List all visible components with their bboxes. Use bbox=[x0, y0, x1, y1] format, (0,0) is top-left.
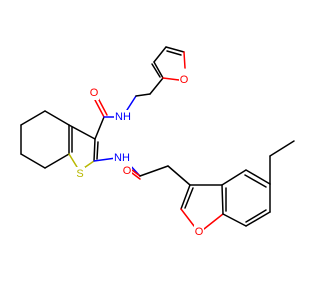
bond bbox=[44, 153, 70, 169]
bond bbox=[153, 46, 167, 63]
bond bbox=[149, 77, 164, 95]
bond bbox=[131, 169, 141, 177]
bond bbox=[94, 99, 105, 118]
atom-label-background bbox=[113, 151, 131, 165]
bond bbox=[151, 63, 161, 78]
bond bbox=[180, 184, 191, 210]
atom-label-background bbox=[89, 86, 99, 100]
bond bbox=[162, 77, 180, 81]
bond bbox=[68, 124, 96, 140]
bond bbox=[93, 138, 96, 162]
bond bbox=[245, 211, 271, 227]
atom-label: NH bbox=[115, 111, 131, 123]
bond bbox=[245, 169, 271, 185]
bond bbox=[183, 51, 186, 69]
atom-label-background bbox=[122, 164, 132, 178]
atom-label-background bbox=[179, 73, 189, 87]
atom-label-background bbox=[75, 167, 85, 181]
bond bbox=[94, 116, 105, 140]
bond bbox=[244, 174, 267, 188]
bond bbox=[97, 97, 108, 116]
bond bbox=[20, 110, 46, 126]
atom-label: S bbox=[76, 168, 83, 180]
atom-label: NH bbox=[114, 152, 130, 164]
atom-label: O bbox=[195, 226, 204, 238]
bond bbox=[180, 208, 195, 227]
bond bbox=[96, 141, 99, 160]
bond bbox=[184, 187, 194, 209]
bond bbox=[167, 165, 191, 186]
molecule-structure: O NH O S NH O O bbox=[20, 46, 295, 239]
atom-label-background bbox=[114, 110, 132, 124]
atom-labels: O NH O S NH O O bbox=[75, 73, 204, 239]
bond bbox=[221, 169, 247, 186]
bond bbox=[135, 93, 151, 97]
bond-lines bbox=[20, 46, 295, 230]
bond bbox=[131, 172, 141, 180]
bond bbox=[126, 95, 137, 111]
bond bbox=[153, 61, 164, 79]
atom-label: O bbox=[90, 87, 99, 99]
bond bbox=[166, 50, 182, 56]
bond bbox=[269, 140, 295, 157]
atom-label: O bbox=[180, 74, 189, 86]
bond bbox=[245, 209, 267, 223]
atom-label-background bbox=[194, 225, 204, 239]
bond bbox=[203, 213, 224, 230]
bond bbox=[68, 153, 78, 168]
bond bbox=[93, 157, 117, 162]
bond bbox=[139, 165, 169, 177]
bond bbox=[165, 46, 185, 53]
atom-label: O bbox=[123, 165, 132, 177]
bond bbox=[20, 153, 46, 169]
bond bbox=[221, 184, 224, 215]
bond bbox=[222, 213, 247, 227]
bond bbox=[44, 110, 70, 126]
